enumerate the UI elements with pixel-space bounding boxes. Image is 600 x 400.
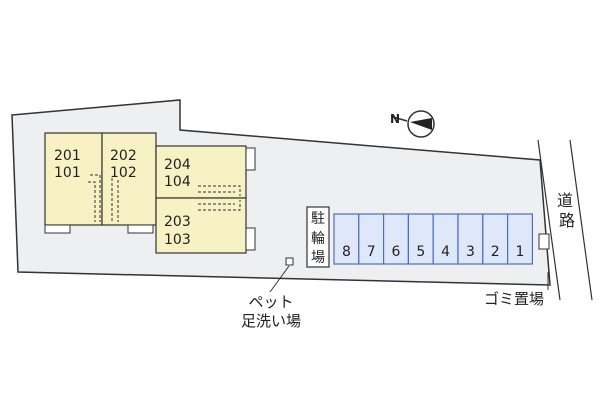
parking-slot-label-2: 2 [491, 244, 500, 260]
garbage-box [538, 233, 550, 250]
building-201-101: 201 101 [44, 132, 103, 234]
road-char-1: 道 [557, 191, 573, 210]
road-char-2: 路 [559, 211, 575, 230]
unit-201: 201 [54, 148, 81, 164]
parking-slot-8 [333, 213, 360, 265]
parking-slot-label-8: 8 [342, 244, 351, 260]
building-203-103: 203 103 [155, 197, 256, 254]
bicycle-parking-char-2: 輪 [311, 230, 325, 247]
bicycle-parking: 駐 輪 場 [306, 206, 330, 268]
bicycle-parking-char-3: 場 [311, 250, 325, 266]
unit-102: 102 [110, 165, 137, 181]
pet-footwash-line1: ペット [248, 293, 293, 311]
parking-slot-label-7: 7 [367, 244, 376, 260]
unit-202: 202 [110, 148, 137, 164]
road-edge-left [537, 139, 561, 301]
unit-204: 204 [164, 157, 191, 173]
parking-slot-label-6: 6 [392, 244, 401, 260]
bicycle-parking-char-1: 駐 [311, 211, 325, 227]
pet-footwash-marker [285, 257, 294, 266]
parking-slot-label-3: 3 [466, 244, 475, 260]
parking-slot-label-4: 4 [441, 244, 450, 260]
parking-slot-4 [432, 213, 459, 265]
parking-slot-2 [482, 213, 509, 265]
unit-101: 101 [54, 165, 81, 181]
compass-north-arrow-icon: N [390, 110, 435, 138]
compass-north-label: N [390, 112, 400, 126]
parking-slot-label-5: 5 [416, 244, 425, 260]
unit-104: 104 [164, 174, 191, 190]
building-202-102: 202 102 [101, 132, 157, 234]
road-edge-right [569, 139, 593, 301]
pet-footwash-leader [269, 265, 290, 293]
pet-footwash-line2: 足洗い場 [241, 312, 301, 330]
parking-slot-6 [383, 213, 410, 265]
parking-slot-3 [457, 213, 484, 265]
parking-slot-label-1: 1 [516, 244, 525, 260]
unit-103: 103 [164, 232, 191, 248]
parking-slot-1 [507, 213, 534, 265]
garbage-label: ゴミ置場 [484, 290, 544, 308]
building-204-104: 204 104 [155, 145, 256, 199]
unit-203: 203 [164, 214, 191, 230]
